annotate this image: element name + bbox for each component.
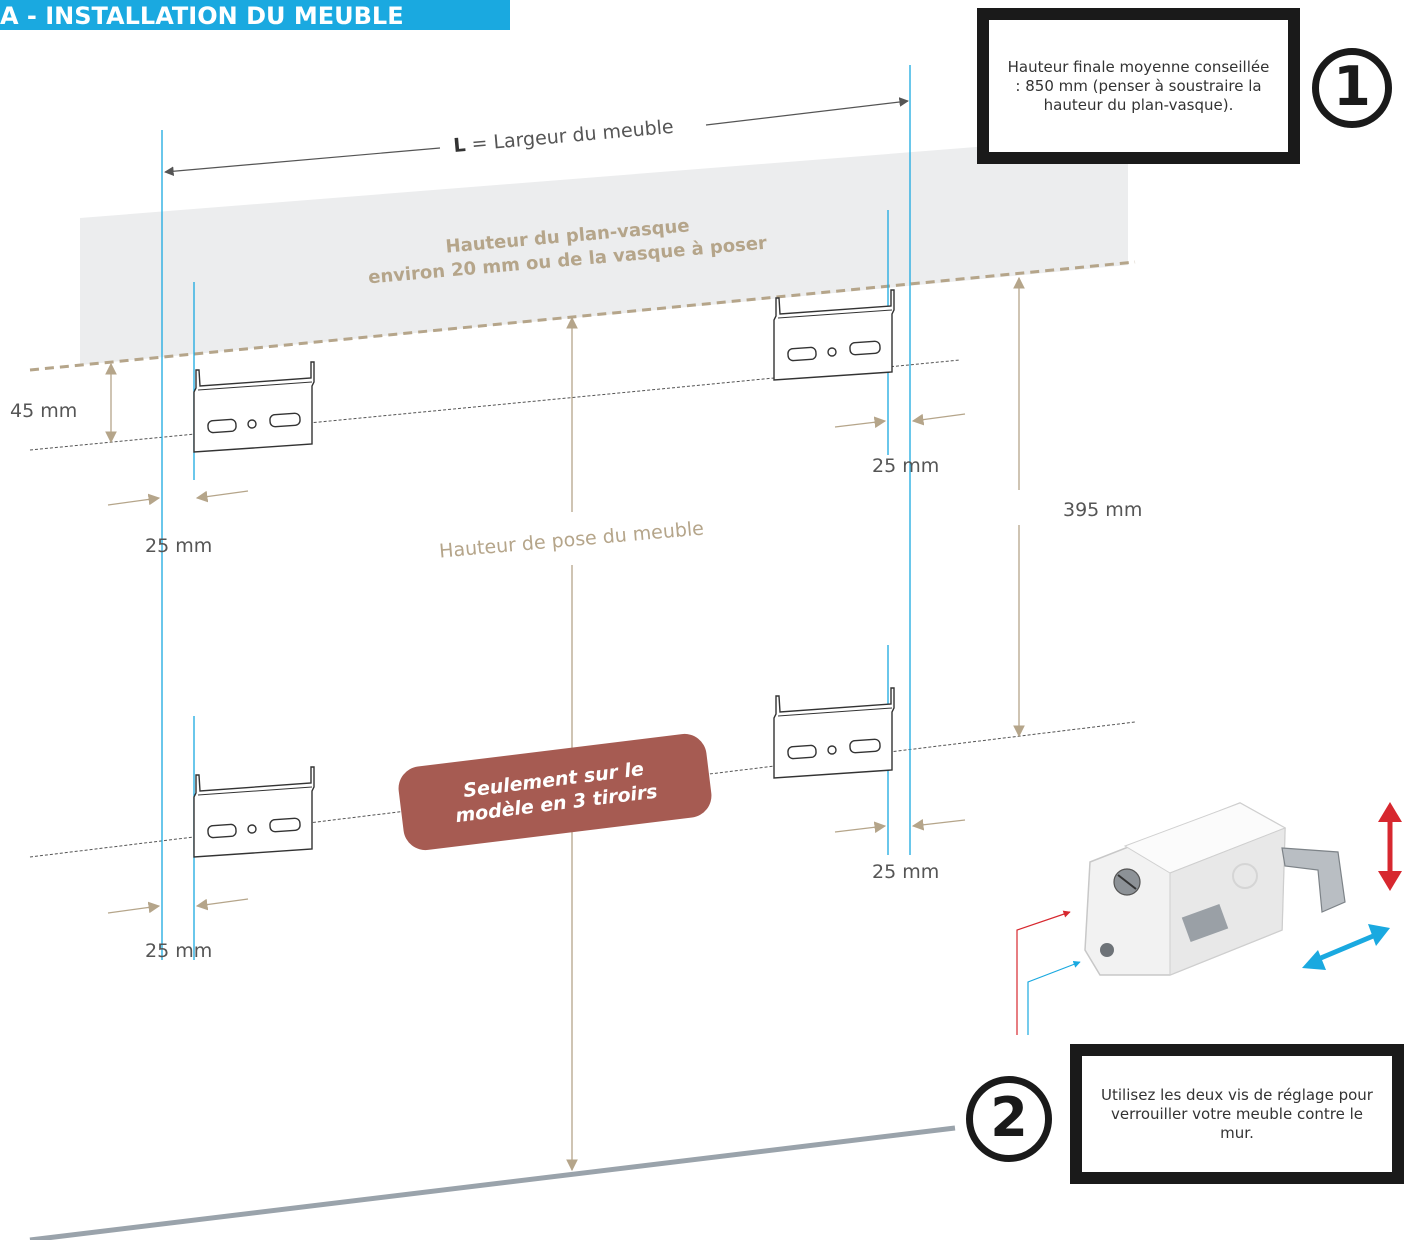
- offset-395-label: 395 mm: [1063, 499, 1142, 521]
- step2-badge-number: 2: [990, 1086, 1028, 1149]
- offset-45-label: 45 mm: [10, 400, 77, 422]
- width-arrow-left: [164, 147, 441, 177]
- bracket-icon: [773, 687, 895, 779]
- offset-25-d-label: 25 mm: [872, 861, 939, 883]
- bracket-icon: [193, 766, 315, 858]
- bracket-icon: [773, 289, 895, 381]
- horizontal-adjust-arrowhead-right: [1368, 924, 1390, 946]
- offset-25-c-label: 25 mm: [145, 940, 212, 962]
- step1-note: Hauteur finale moyenne conseillée : 850 …: [977, 8, 1300, 164]
- step2-badge: 2: [966, 1076, 1052, 1162]
- offset-25-a-arrow-right: [195, 490, 249, 503]
- horizontal-adjust-arrowhead-left: [1302, 950, 1326, 970]
- step1-badge-number: 1: [1333, 55, 1371, 118]
- offset-25-b-arrow-left: [834, 416, 887, 429]
- red-leader-line: [1016, 910, 1071, 1035]
- vertical-adjust-arrowhead-up: [1378, 802, 1402, 822]
- pose-height-label: Hauteur de pose du meuble: [438, 517, 704, 562]
- offset-25-d-arrow-left: [834, 821, 887, 834]
- section-title: A - INSTALLATION DU MEUBLE: [0, 0, 510, 30]
- three-drawers-badge-text: Seulement sur le modèle en 3 tiroirs: [454, 758, 659, 828]
- step2-note-text: Utilisez les deux vis de réglage pour ve…: [1101, 1085, 1373, 1142]
- offset-25-c-arrow-right: [195, 898, 249, 911]
- step1-note-text: Hauteur finale moyenne conseillée : 850 …: [1007, 57, 1270, 114]
- offset-25-b-arrow-right: [911, 413, 966, 426]
- offset-25-d-arrow-right: [911, 818, 966, 831]
- adjuster-icon: [1084, 802, 1346, 976]
- horizontal-adjust-arrow: [1315, 931, 1379, 963]
- step1-badge: 1: [1312, 48, 1392, 128]
- plan-vasque-band: [80, 135, 1128, 365]
- bracket-icon: [193, 361, 315, 453]
- plan-vasque-dashed-line: [29, 260, 1136, 372]
- step2-note: Utilisez les deux vis de réglage pour ve…: [1070, 1044, 1404, 1184]
- blue-leader-line: [1027, 960, 1081, 1035]
- top-bracket-guide-line: [29, 359, 961, 451]
- width-arrow-right: [705, 97, 909, 126]
- offset-25-c-arrow-left: [107, 901, 161, 914]
- offset-25-a-arrow-left: [107, 493, 161, 506]
- floor-line: [29, 1125, 956, 1240]
- offset-25-b-label: 25 mm: [872, 455, 939, 477]
- offset-25-a-label: 25 mm: [145, 535, 212, 557]
- width-label: L = Largeur du meuble: [453, 116, 675, 157]
- vertical-adjust-arrowhead-down: [1378, 871, 1402, 891]
